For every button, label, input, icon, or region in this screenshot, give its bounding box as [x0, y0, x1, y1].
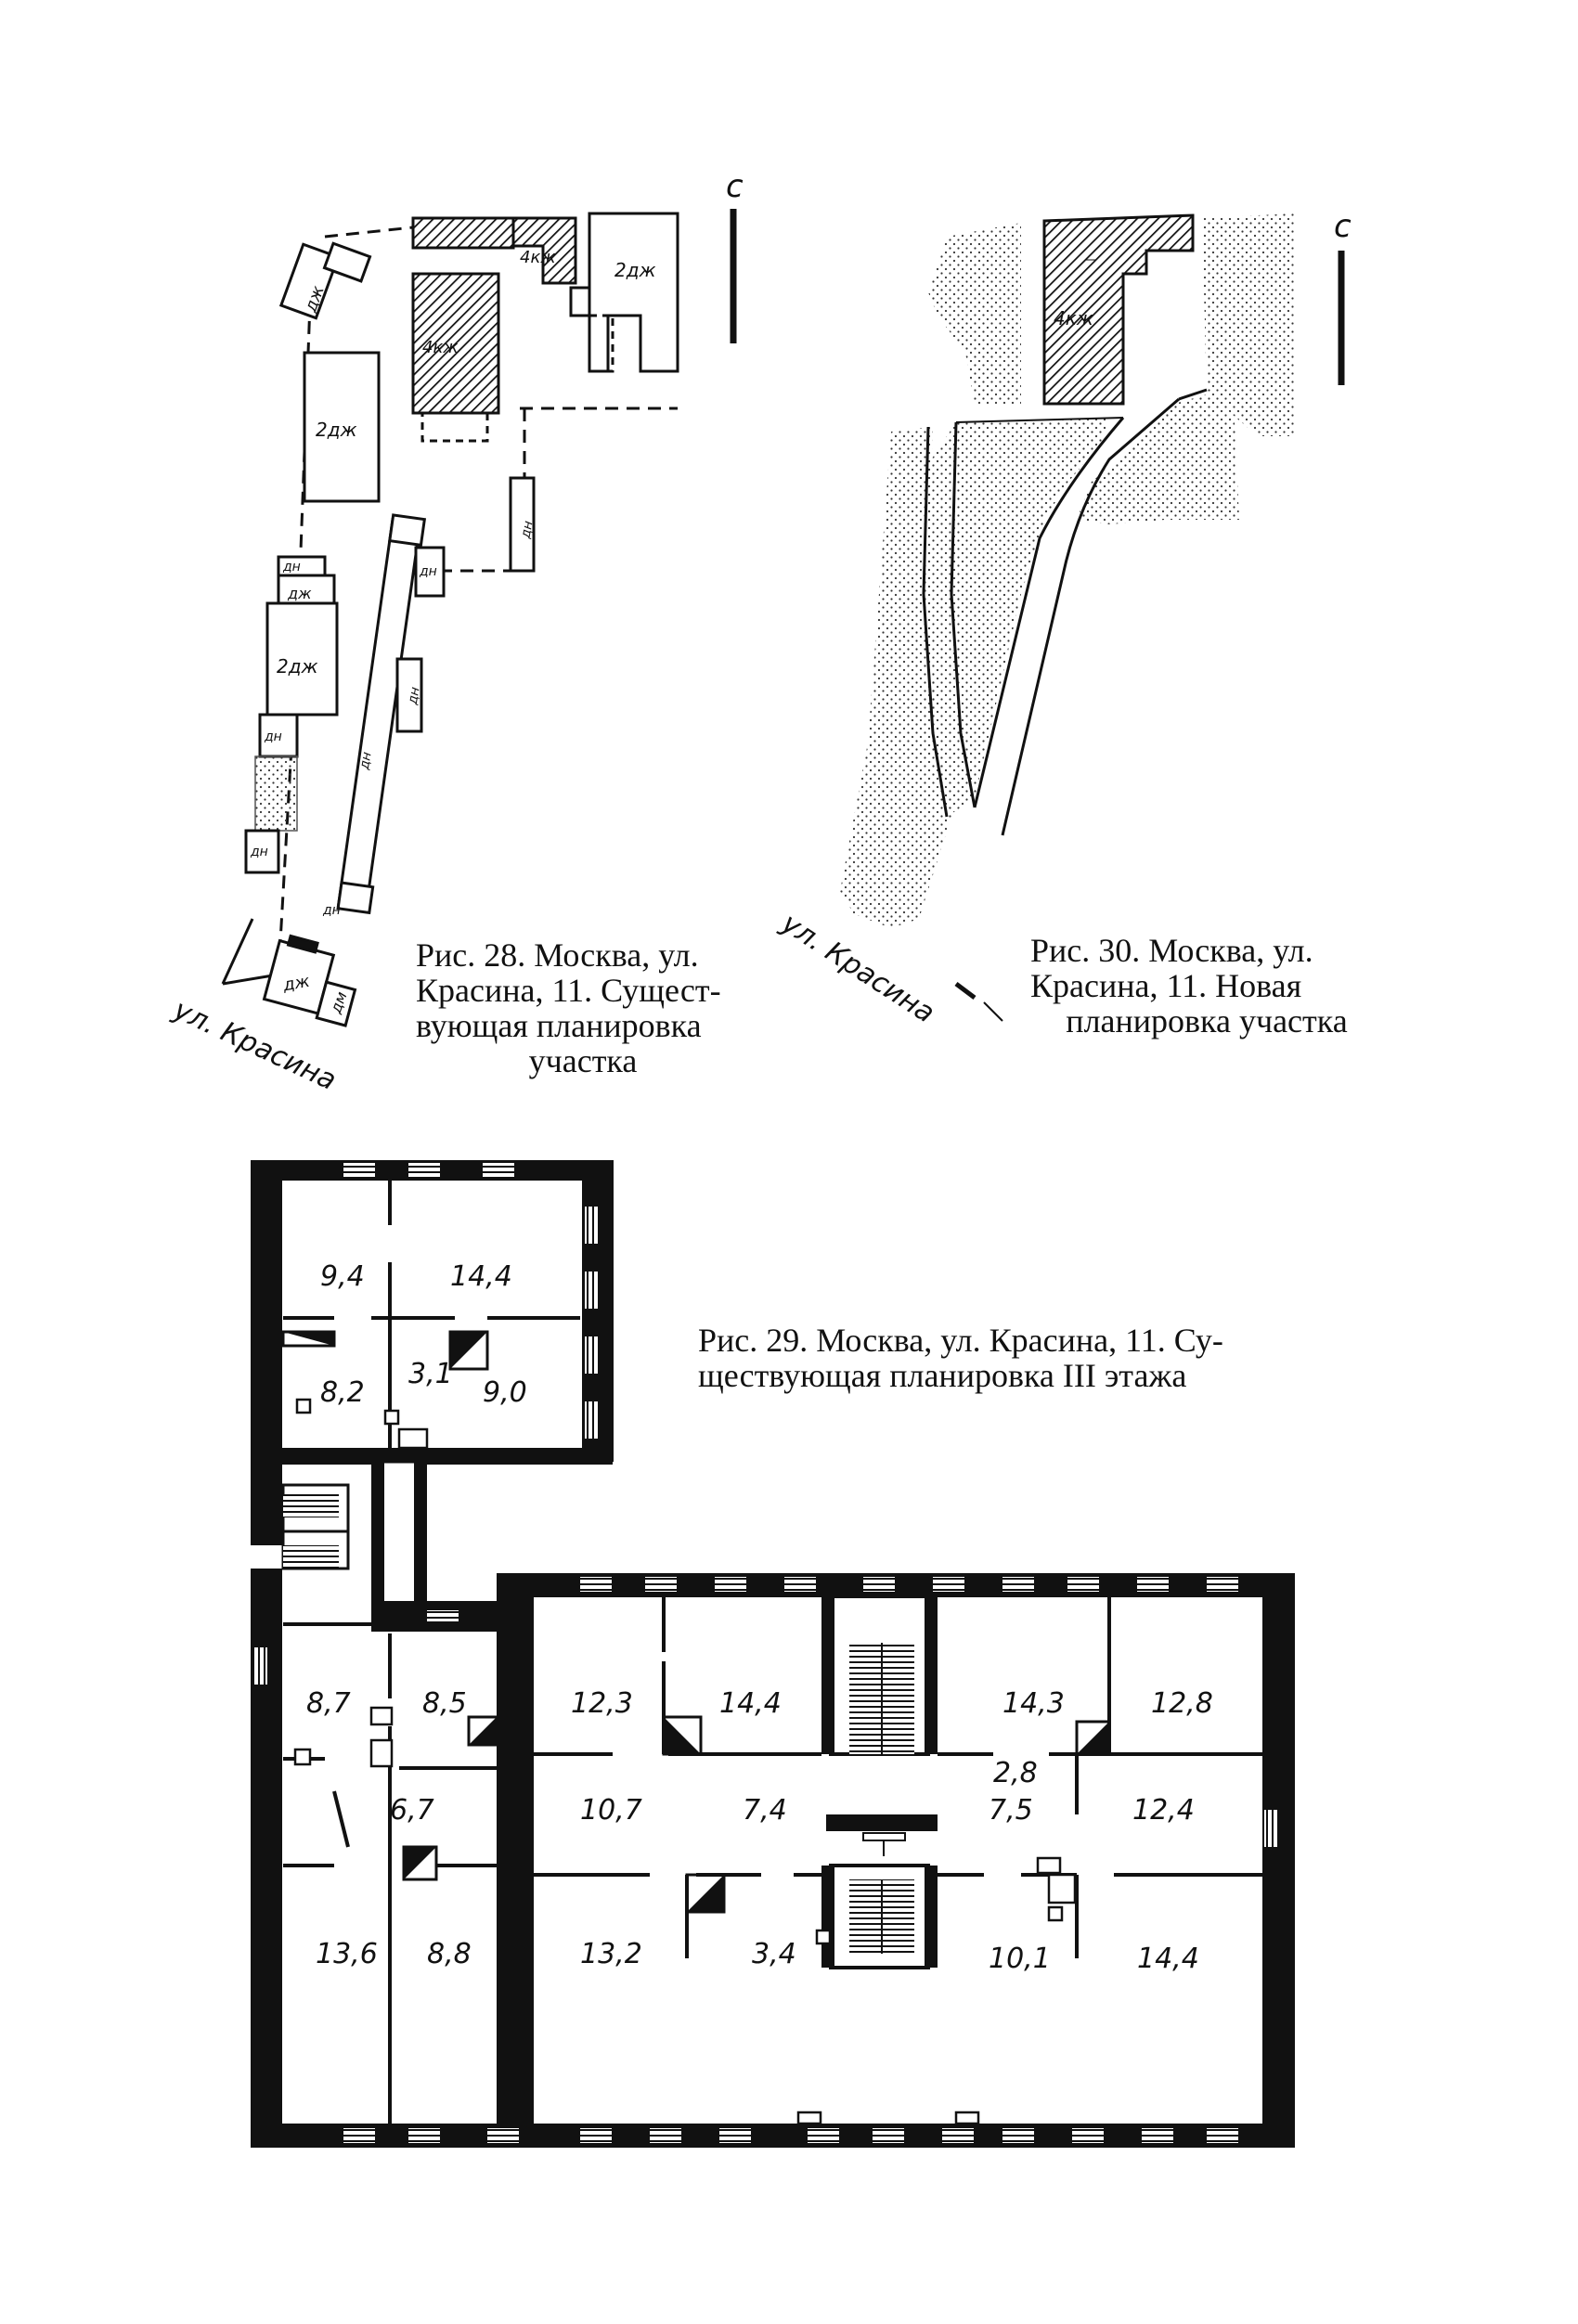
fig28-label-dn-left3: дн — [250, 845, 268, 859]
room-area: 2,8 — [993, 1757, 1038, 1789]
fig28-label-dn-bottom: дн — [322, 903, 341, 918]
room-area: 3,4 — [752, 1938, 796, 1970]
room-area: 12,3 — [571, 1687, 633, 1720]
room-area: 12,8 — [1151, 1687, 1213, 1720]
fig29-stoves — [281, 1330, 1111, 1914]
caption-line: Красина, 11. Новая — [1030, 967, 1302, 1004]
room-area: 7,5 — [989, 1794, 1033, 1827]
room-area: 10,7 — [580, 1794, 642, 1827]
fig28-label-dn-col1: дн — [419, 564, 437, 579]
room-area: 9,4 — [320, 1260, 365, 1293]
room-area: 8,8 — [427, 1938, 472, 1970]
fig28-label-4kzh-top: 4кж — [520, 248, 556, 267]
fig28-label-dn-col2: дн — [405, 686, 422, 706]
caption-line: Красина, 11. Сущест- — [416, 972, 721, 1009]
caption-line: Рис. 28. Москва, ул. — [416, 936, 699, 974]
fig30-street-label: ул. Красина — [775, 907, 940, 1030]
fig28-label-dzh-left: дж — [287, 585, 312, 602]
fig28-label-dn-long: дн — [356, 751, 374, 771]
fig29-floor-plan — [251, 1160, 1295, 2148]
caption-line: ществующая планировка III этажа — [698, 1357, 1187, 1394]
fig28-label-2dzh-left: 2дж — [277, 655, 318, 678]
room-area: 13,2 — [580, 1938, 642, 1970]
fig30-north-label: с — [1334, 208, 1352, 245]
room-area: 3,1 — [408, 1358, 453, 1390]
fig28-label-dn-left1: дн — [282, 560, 301, 575]
fig28-label-dzh-bottom: дж — [280, 972, 312, 996]
fig29-windows-bottom — [343, 2128, 1238, 2143]
fig28-caption: Рис. 28. Москва, ул. Красина, 11. Сущест… — [416, 937, 750, 1078]
fig29-room-areas: 9,4 14,4 3,1 8,2 9,0 8,7 8,5 6,7 13,6 8,… — [306, 1260, 1213, 1975]
caption-line: Рис. 29. Москва, ул. Красина, 11. Су- — [698, 1322, 1223, 1359]
room-area: 14,4 — [1137, 1943, 1199, 1975]
caption-line: вующая планировка — [416, 1007, 702, 1044]
room-area: 14,4 — [450, 1260, 512, 1293]
room-area: 10,1 — [989, 1943, 1051, 1975]
fig28-label-4kzh-main: 4кж — [422, 338, 459, 357]
fig30-caption: Рис. 30. Москва, ул. Красина, 11. Новая … — [1030, 933, 1383, 1039]
fig30-label-4kzh: 4кж — [1054, 307, 1093, 329]
room-area: 8,2 — [320, 1376, 365, 1409]
fig29-windows-top — [427, 1577, 1238, 1621]
fig28-label-2dzh-right: 2дж — [614, 259, 656, 281]
room-area: 14,3 — [1002, 1687, 1065, 1720]
fig28-label-dn-left2: дн — [264, 729, 282, 744]
fig28-north-label: с — [726, 168, 744, 205]
caption-line: планировка участка — [1066, 1002, 1348, 1039]
room-area: 8,7 — [306, 1687, 351, 1720]
room-area: 13,6 — [316, 1938, 378, 1970]
room-area: 12,4 — [1132, 1794, 1195, 1827]
room-area: 9,0 — [483, 1376, 527, 1409]
fig30-site-plan — [840, 213, 1345, 1022]
fig28-label-2dzh-mid: 2дж — [316, 419, 357, 441]
fig28-site-plan — [221, 209, 737, 1027]
fig29-fixtures — [293, 1398, 1077, 2125]
caption-line: участка — [528, 1042, 638, 1079]
room-area: 6,7 — [390, 1794, 434, 1827]
fig29-caption: Рис. 29. Москва, ул. Красина, 11. Су- ще… — [698, 1323, 1274, 1393]
room-area: 7,4 — [743, 1794, 787, 1827]
caption-line: Рис. 30. Москва, ул. — [1030, 932, 1313, 969]
fig28-label-dn-right: дн — [518, 520, 536, 540]
room-area: 14,4 — [719, 1687, 782, 1720]
room-area: 8,5 — [422, 1687, 467, 1720]
